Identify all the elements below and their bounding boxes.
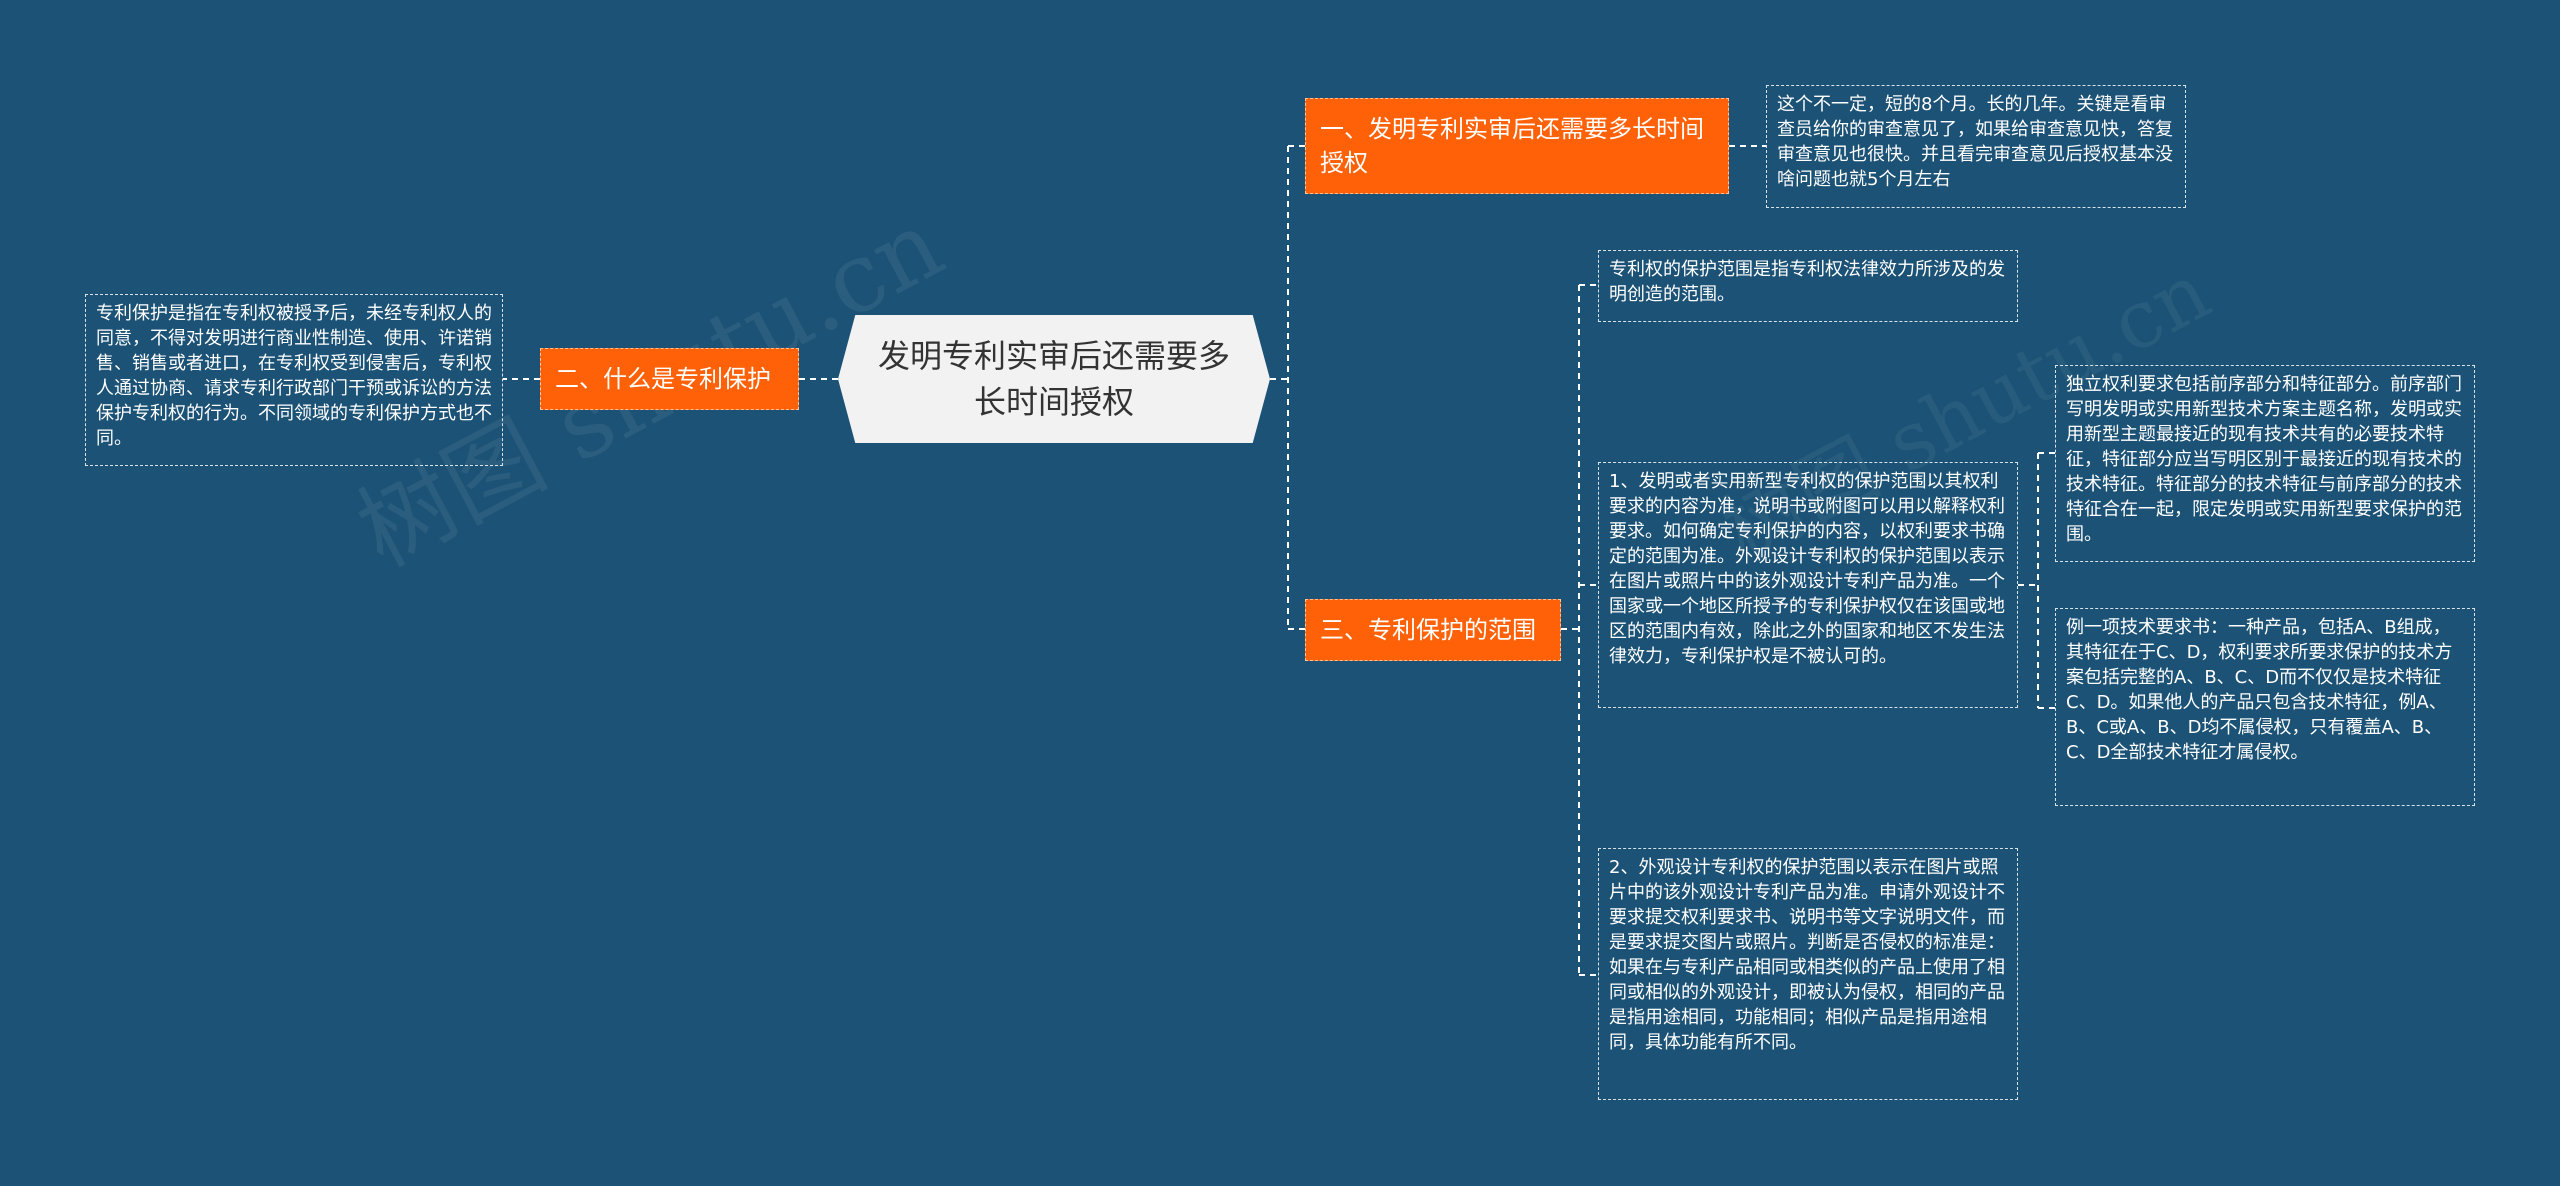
branch-protection-scope[interactable]: 三、专利保护的范围 — [1305, 599, 1561, 661]
leaf-invention-scope[interactable]: 1、发明或者实用新型专利权的保护范围以其权利要求的内容为准，说明书或附图可以用以… — [1598, 462, 2018, 708]
leaf-claim-example[interactable]: 例一项技术要求书：一种产品，包括A、B组成，其特征在于C、D，权利要求所要求保护… — [2055, 608, 2475, 806]
connector-branch3-trunk — [1561, 285, 1580, 975]
branch-how-long-to-grant[interactable]: 一、发明专利实审后还需要多长时间授权 — [1305, 98, 1729, 194]
connector-leaf2-sub — [2018, 453, 2039, 708]
branch-what-is-patent-protection[interactable]: 二、什么是专利保护 — [540, 348, 799, 410]
central-topic[interactable]: 发明专利实审后还需要多长时间授权 — [838, 315, 1270, 443]
leaf-grant-time-answer[interactable]: 这个不一定，短的8个月。长的几年。关键是看审查员给你的审查意见了，如果给审查意见… — [1766, 85, 2186, 208]
leaf-independent-claim[interactable]: 独立权利要求包括前序部分和特征部分。前序部门写明发明或实用新型技术方案主题名称，… — [2055, 365, 2475, 562]
leaf-patent-protection-definition[interactable]: 专利保护是指在专利权被授予后，未经专利权人的同意，不得对发明进行商业性制造、使用… — [85, 294, 503, 466]
leaf-design-scope[interactable]: 2、外观设计专利权的保护范围以表示在图片或照片中的该外观设计专利产品为准。申请外… — [1598, 848, 2018, 1100]
leaf-scope-definition[interactable]: 专利权的保护范围是指专利权法律效力所涉及的发明创造的范围。 — [1598, 250, 2018, 322]
connector-center-trunk — [1270, 146, 1289, 629]
